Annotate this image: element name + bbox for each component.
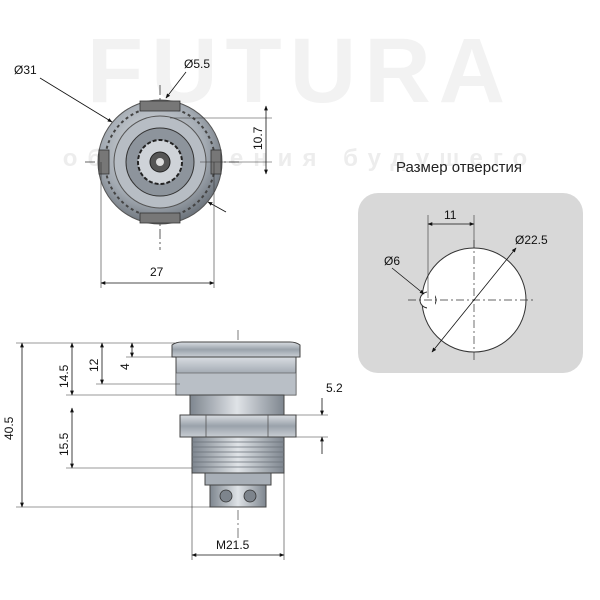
dim-small-diameter: Ø5.5: [184, 57, 210, 71]
dim-hole-diameter-line: [431, 247, 517, 353]
dim-outer-diameter: Ø31: [14, 63, 37, 77]
dim-notch-diameter: Ø6: [384, 254, 400, 268]
front-left-tab: [98, 149, 110, 175]
hole-panel-title: Размер отверстия: [396, 159, 522, 176]
front-view: Ø31 Ø5.5 10.7 27: [14, 57, 272, 288]
dim-width: 27: [150, 265, 164, 279]
side-head-cap: [171, 341, 301, 358]
hole-size-panel: Размер отверстия 11 Ø22.5 Ø6: [358, 159, 583, 373]
dim-outer-diameter-leader-end: [207, 201, 227, 213]
side-cam-tail: [209, 484, 267, 508]
dim-body-length: 15.5: [57, 432, 71, 456]
side-view: 40.5 14.5 12 4 15.5 5.2 M21.5: [2, 330, 343, 560]
dim-total-length: 40.5: [2, 416, 16, 440]
front-key-center: [156, 158, 164, 166]
dim-hole-diameter: Ø22.5: [515, 233, 548, 247]
side-head-ring: [175, 372, 297, 396]
side-thread-lines: [192, 441, 284, 468]
dim-cap-height: 12: [87, 358, 101, 372]
dim-rim-height: 4: [118, 363, 132, 370]
dim-small-diameter-leader: [165, 71, 187, 99]
dim-head-height: 14.5: [57, 364, 71, 388]
side-cam-pin-left: [219, 489, 233, 503]
side-knurl-ring: [189, 394, 285, 416]
dim-offset: 10.7: [251, 126, 265, 150]
front-bottom-tab: [139, 212, 181, 224]
dim-thread: M21.5: [216, 538, 250, 552]
dim-outer-diameter-leader: [39, 77, 113, 123]
dim-nut-thickness: 5.2: [326, 381, 343, 395]
side-cam-pin-right: [243, 489, 257, 503]
front-top-tab: [139, 100, 181, 112]
side-cam-base: [204, 472, 272, 486]
side-nut: [179, 414, 297, 438]
dim-hole-offset: 11: [444, 208, 457, 222]
dim-notch-diameter-leader: [391, 267, 425, 295]
